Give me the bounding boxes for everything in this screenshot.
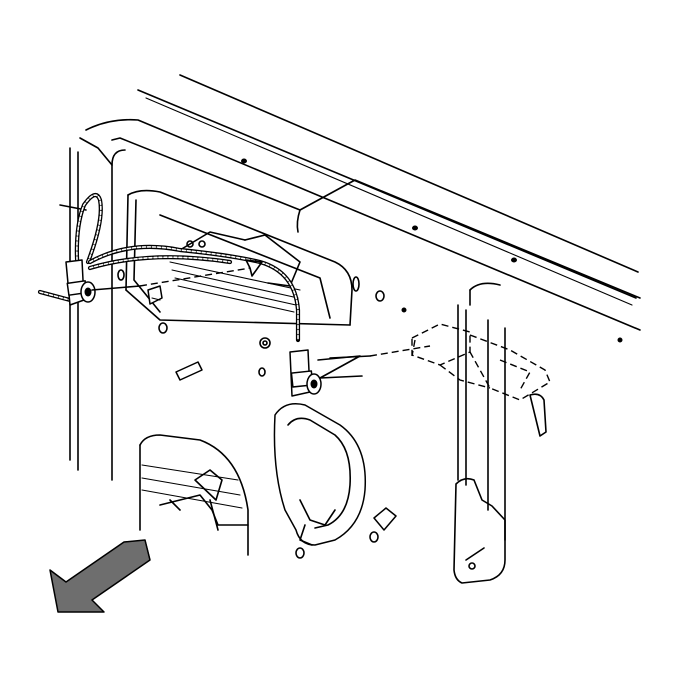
body-pillar bbox=[453, 304, 506, 584]
lower-door-cutaway bbox=[139, 434, 249, 556]
hidden-bracket bbox=[411, 323, 551, 437]
door-inner-panel bbox=[125, 189, 353, 326]
door-handle-bezel bbox=[273, 403, 367, 546]
left-harness-connector bbox=[65, 259, 96, 306]
forward-arrow-icon bbox=[49, 539, 151, 613]
retaining-clips bbox=[147, 285, 397, 531]
callout-leader-lines bbox=[91, 259, 431, 379]
upper-body-panel bbox=[79, 74, 641, 331]
door-harness-connector bbox=[289, 349, 322, 397]
panel-holes bbox=[117, 158, 623, 559]
